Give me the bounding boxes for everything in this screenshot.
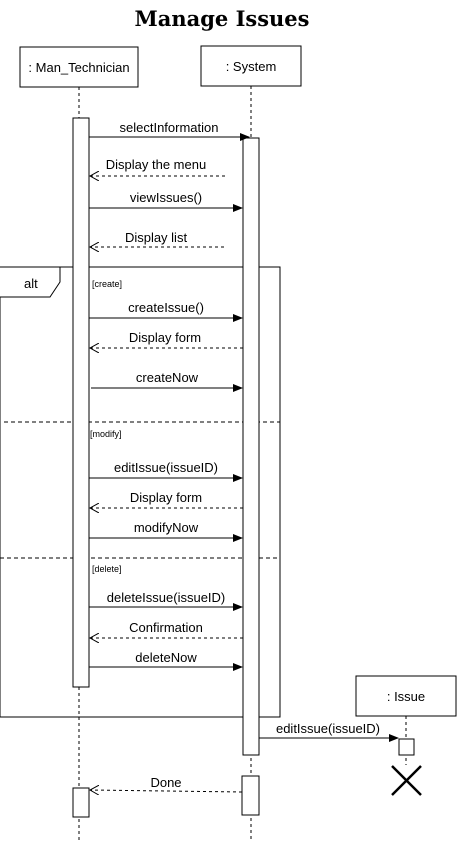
guard-modify: [modify] [90,429,122,439]
activation-system [241,775,260,816]
diagram-title: Manage Issues [134,6,309,31]
participant-issue: : Issue [355,675,457,717]
guard-delete: [delete] [92,564,122,574]
fragment-operator: alt [24,276,38,291]
message-label: Display form [130,490,202,505]
participant-system: : System [200,45,302,87]
message-label: modifyNow [134,520,199,535]
activation-man-technician [72,117,90,688]
participant-man-technician: : Man_Technician [19,46,139,88]
message-label: editIssue(issueID) [114,460,218,475]
participant-label: : System [226,59,277,74]
message-label: Display list [125,230,188,245]
message-label: createIssue() [128,300,204,315]
message-label: createNow [136,370,199,385]
participant-label: : Man_Technician [28,60,129,75]
activation-issue [398,738,415,756]
guard-create: [create] [92,279,122,289]
message-label: Display form [129,330,201,345]
message-label: Done [150,775,181,790]
activation-system [242,137,260,756]
destroy-marker-icon [391,765,422,796]
message-label: Display the menu [106,157,206,172]
participant-label: : Issue [387,689,425,704]
alt-fragment: alt [create] [modify] [delete] [0,266,281,718]
message-label: Confirmation [129,620,203,635]
message-arrow [90,790,243,792]
message-label: deleteIssue(issueID) [107,590,226,605]
message-label: deleteNow [135,650,197,665]
message-label: selectInformation [120,120,219,135]
message-label: viewIssues() [130,190,202,205]
message-label: editIssue(issueID) [276,721,380,736]
activation-man-technician [72,787,90,818]
